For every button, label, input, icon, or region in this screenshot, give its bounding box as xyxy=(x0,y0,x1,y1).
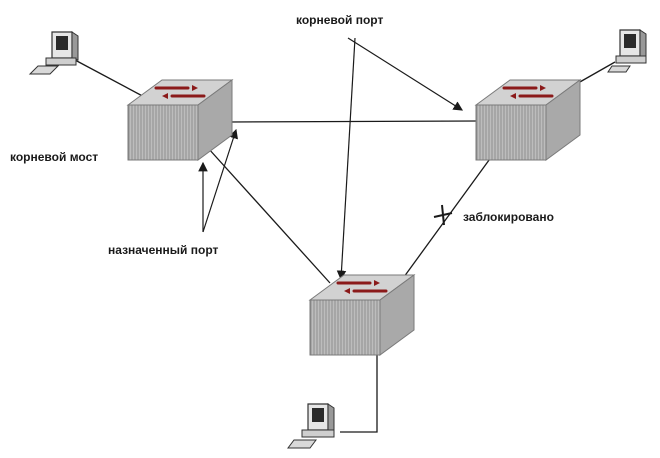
root-bridge-label: корневой мост xyxy=(10,150,99,164)
designated-port-label: назначенный порт xyxy=(108,243,219,257)
link-switch2-switch3 xyxy=(392,144,501,293)
switch-root-bridge-icon xyxy=(126,79,234,161)
root-port-arrow-down xyxy=(336,37,356,281)
links xyxy=(74,59,616,433)
computer-top-right-icon xyxy=(607,29,647,73)
link-switch1-switch2 xyxy=(227,120,479,123)
designated-port-arrow-right xyxy=(202,128,238,233)
root-port-label: корневой порт xyxy=(296,13,384,27)
computer-bottom-icon xyxy=(287,403,335,449)
link-pc1-switch1 xyxy=(74,59,151,101)
switch-right-icon xyxy=(474,79,582,161)
root-port-arrow-right xyxy=(347,37,464,111)
computer-top-left-icon xyxy=(28,31,79,75)
link-pc3-switch3 xyxy=(340,352,378,433)
blocked-label: заблокировано xyxy=(463,210,554,224)
annotation-arrows xyxy=(198,37,464,281)
link-switch1-switch3 xyxy=(207,147,331,284)
switch-bottom-icon xyxy=(308,274,416,356)
blocked-cross-mark-icon xyxy=(433,204,453,226)
